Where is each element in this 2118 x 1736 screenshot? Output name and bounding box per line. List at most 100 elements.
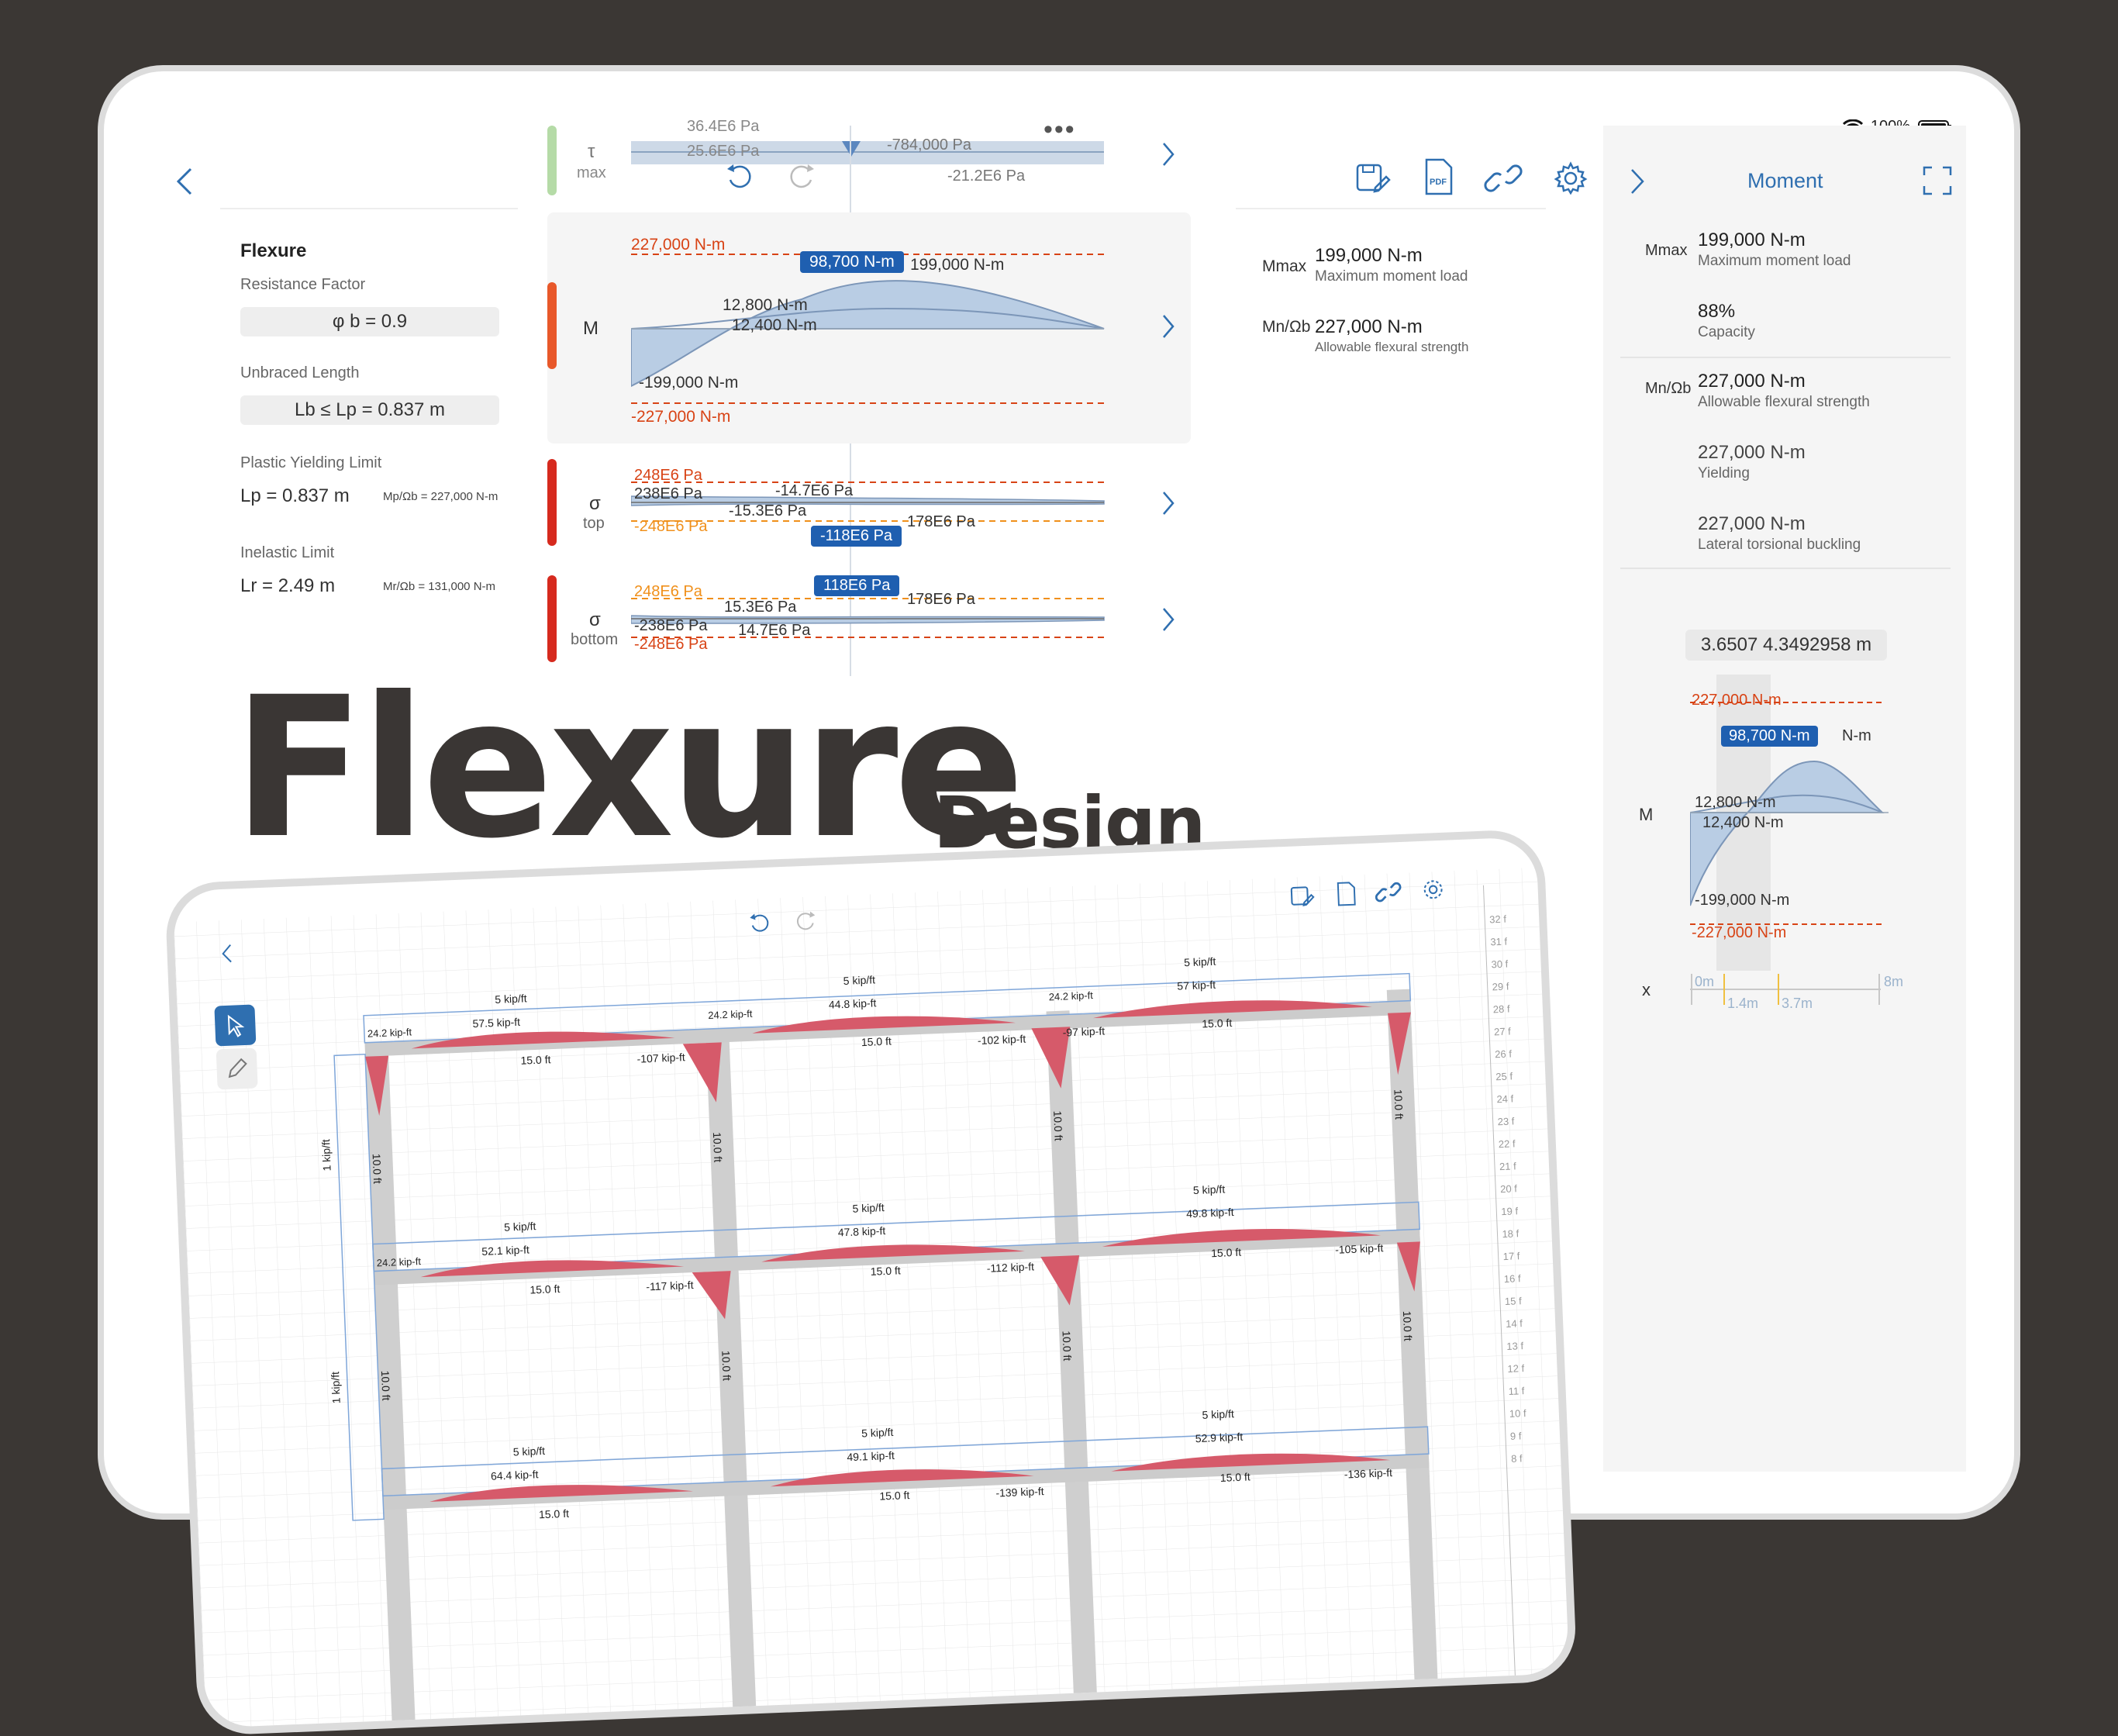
inelastic-limit-ratio: Mr/Ωb = 131,000 N-m [383,580,496,593]
frame-link-icon[interactable] [1375,881,1402,903]
tau-label: 25.6E6 Pa [687,143,760,160]
moment-label-top: 57.5 kip-ft [472,1015,521,1030]
inelastic-limit-label: Inelastic Limit [240,544,335,561]
moment-chart [631,254,1105,404]
height-label: 10.0 ft [1400,1310,1415,1341]
span-label: 15.0 ft [879,1489,910,1503]
moment-label-mid: 47.8 kip-ft [837,1224,886,1239]
sigma-bottom-label: -248E6 Pa [634,636,708,653]
summary-mmax-desc: Maximum moment load [1315,268,1468,285]
sigma-top-label: 178E6 Pa [907,513,975,530]
end-moment-label: 24.2 kip-ft [1048,989,1094,1003]
frame-gear-icon[interactable] [1421,878,1445,902]
moment-label-bot: 52.9 kip-ft [1195,1430,1244,1445]
side-panel-collapse-chevron-icon[interactable] [1630,167,1645,195]
span-label: 15.0 ft [870,1264,902,1278]
moment-label-bot: 64.4 kip-ft [490,1468,539,1482]
resistance-factor-field[interactable]: φ b = 0.9 [240,307,499,337]
fullscreen-icon[interactable] [1923,166,1952,195]
moment-label: 12,400 N-m [732,316,817,334]
side-item-desc: Yielding [1698,465,1750,481]
moment-limit-bottom: -227,000 N-m [631,408,731,426]
moment-label-top: 57 kip-ft [1177,978,1216,992]
redo-icon[interactable] [786,161,817,192]
height-label: 10.0 ft [710,1131,725,1163]
back-chevron-icon[interactable] [175,166,194,197]
tau-bar [547,126,557,195]
load-label: 5 kip/ft [1192,1182,1226,1197]
resistance-factor-label: Resistance Factor [240,276,366,293]
moment-label-bot: 49.1 kip-ft [847,1448,895,1464]
negative-moment-label: -117 kip-ft [646,1279,694,1293]
unbraced-length-label: Unbraced Length [240,364,360,381]
negative-moment-label: -139 kip-ft [995,1485,1044,1500]
span-label: 15.0 ft [1210,1245,1242,1260]
tau-expand-chevron-icon[interactable] [1161,141,1175,167]
frame-save-icon[interactable] [1289,884,1315,908]
more-icon[interactable]: ••• [1043,115,1076,144]
negative-moment-label: -107 kip-ft [636,1051,686,1065]
link-icon[interactable] [1484,163,1523,194]
side-chart-limit-top: 227,000 N-m [1692,692,1782,709]
frame-pdf-icon[interactable] [1336,881,1357,906]
sigma-bottom-symbol: σ [589,609,601,630]
summary-mn-value: 227,000 N-m [1315,316,1423,337]
moment-bar [547,282,557,369]
moment-symbol: M [583,318,598,339]
load-label: 5 kip/ft [843,973,876,987]
sigma-top-label: 248E6 Pa [634,467,702,484]
pencil-tool-icon[interactable] [216,1047,258,1090]
load-label: 5 kip/ft [852,1201,885,1215]
sigma-bottom-expand-chevron-icon[interactable] [1161,606,1175,633]
sigma-top-bar [547,459,557,546]
undo-icon[interactable] [724,161,755,192]
frame-canvas [173,867,1578,1736]
summary-mn-desc: Allowable flexural strength [1315,340,1469,354]
height-label: 10.0 ft [719,1350,733,1382]
unbraced-length-field[interactable]: Lb ≤ Lp = 0.837 m [240,395,499,425]
span-label: 15.0 ft [520,1053,551,1067]
frame-tablet: 5 kip/ft 5 kip/ft 5 kip/ft 5 kip/ft 5 ki… [164,828,1578,1736]
frame-undo-icon[interactable] [747,911,771,935]
side-item-value: 227,000 N-m [1698,442,1806,463]
summary-mn-symbol: Mn/Ωb [1262,318,1311,336]
summary-mmax-value: 199,000 N-m [1315,245,1423,266]
moment-label-mid: 52.1 kip-ft [481,1243,530,1258]
side-readout: 3.6507 4.3492958 m [1685,630,1887,661]
end-moment-label: 24.2 kip-ft [367,1026,412,1040]
lateral-load-label: 1 kip/ft [319,1138,333,1172]
moment-expand-chevron-icon[interactable] [1161,313,1175,340]
side-moment-chart [1690,702,1889,925]
side-axis-symbol: x [1642,980,1651,999]
frame-back-chevron-icon[interactable] [221,944,233,965]
pdf-icon[interactable]: PDF [1423,158,1454,195]
span-label: 15.0 ft [538,1506,570,1521]
save-icon[interactable] [1355,161,1391,195]
span-label: 15.0 ft [530,1282,561,1296]
side-axis [1690,974,1881,1005]
span-label: 15.0 ft [861,1034,892,1049]
frame-redo-icon[interactable] [794,909,818,933]
tau-label: -21.2E6 Pa [947,167,1026,185]
load-label: 5 kip/ft [512,1444,546,1458]
inelastic-limit-value: Lr = 2.49 m [240,575,336,596]
side-item-symbol: Mn/Ωb [1645,380,1692,397]
negative-moment-label: -105 kip-ft [1334,1241,1384,1256]
gear-icon[interactable] [1554,161,1588,195]
end-moment-label: 24.2 kip-ft [708,1007,753,1021]
sigma-bottom-label: 15.3E6 Pa [724,599,797,616]
side-chart-symbol: M [1639,805,1654,824]
moment-label-top: 44.8 kip-ft [828,996,877,1011]
sigma-top-label: 238E6 Pa [634,485,702,502]
span-label: 15.0 ft [1201,1016,1233,1030]
side-item-value: 88% [1698,301,1736,322]
sigma-bottom-sub: bottom [571,631,619,648]
side-axis-mark: 1.4m [1727,996,1759,1011]
plastic-limit-value: Lp = 0.837 m [240,485,350,506]
moment-label-mid: 49.8 kip-ft [1185,1205,1234,1220]
side-chart-label: 12,400 N-m [1702,814,1784,831]
sigma-top-symbol: σ [589,493,601,514]
select-tool-icon[interactable] [214,1004,257,1047]
sigma-top-expand-chevron-icon[interactable] [1161,490,1175,516]
moment-limit-top: 227,000 N-m [631,236,726,254]
